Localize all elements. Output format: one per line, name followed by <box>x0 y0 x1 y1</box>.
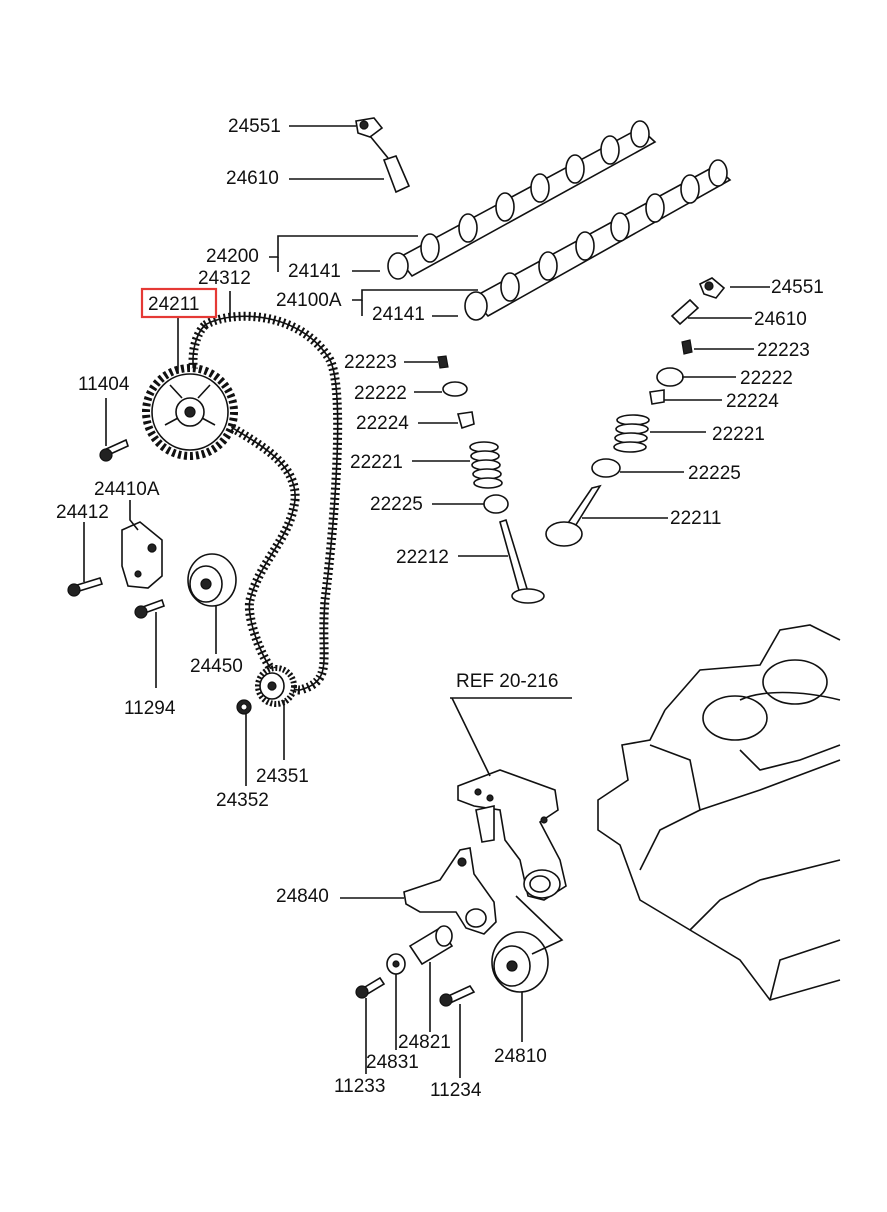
bolts-lower <box>355 976 476 1007</box>
label-24450: 24450 <box>190 656 243 677</box>
label-22225-right: 22225 <box>688 463 741 484</box>
label-22221-left: 22221 <box>350 452 403 473</box>
label-24821: 24821 <box>398 1032 451 1053</box>
label-11404: 11404 <box>78 374 130 395</box>
idler-bracket-24840 <box>403 847 497 935</box>
camshaft-upper <box>387 120 657 280</box>
label-24551-right: 24551 <box>771 277 824 298</box>
label-24412: 24412 <box>56 502 109 523</box>
timing-belt <box>188 311 343 695</box>
part-labels: 24551 24610 24200 24312 24141 24211 2410… <box>56 116 824 1101</box>
bolts <box>67 438 252 715</box>
camshaft-lower <box>464 159 732 321</box>
idler-pulley-24810 <box>491 931 549 993</box>
label-22223-right: 22223 <box>757 340 810 361</box>
label-22211: 22211 <box>670 508 721 529</box>
tensioner-pulley <box>187 553 237 607</box>
highlight-box <box>140 287 218 319</box>
label-24312: 24312 <box>198 268 251 289</box>
ref-bracket <box>457 769 567 901</box>
label-24840: 24840 <box>276 886 329 907</box>
label-22225-left: 22225 <box>370 494 423 515</box>
label-11233: 11233 <box>334 1076 385 1097</box>
label-22224-left: 22224 <box>356 413 409 434</box>
label-24351: 24351 <box>256 766 309 787</box>
engine-block <box>597 624 841 1001</box>
label-24410A: 24410A <box>94 479 160 500</box>
label-11294: 11294 <box>124 698 176 719</box>
tensioner-arm <box>121 521 163 589</box>
label-24610-right: 24610 <box>754 309 807 330</box>
label-22212: 22212 <box>396 547 449 568</box>
crank-sprocket <box>255 665 297 707</box>
label-22221-right: 22221 <box>712 424 765 445</box>
label-24141-lower: 24141 <box>372 304 425 325</box>
label-22224-right: 22224 <box>726 391 779 412</box>
valve-train-left <box>437 355 545 604</box>
label-ref-20-216: REF 20-216 <box>456 671 558 692</box>
label-24100A: 24100A <box>276 290 342 311</box>
label-22222-left: 22222 <box>354 383 407 404</box>
cam-sensor-upper <box>355 117 411 194</box>
label-24831: 24831 <box>366 1052 419 1073</box>
label-22222-right: 22222 <box>740 368 793 389</box>
label-24352: 24352 <box>216 790 269 811</box>
cam-sensor-right <box>670 277 726 326</box>
cam-sprocket <box>142 364 238 460</box>
label-24810: 24810 <box>494 1046 547 1067</box>
label-24551-upper: 24551 <box>228 116 281 137</box>
valve-train-right <box>545 339 693 547</box>
label-24211: 24211 <box>148 294 199 315</box>
leader-lines <box>83 125 770 1078</box>
pin-24821 <box>386 925 454 975</box>
label-22223-left: 22223 <box>344 352 397 373</box>
label-24200: 24200 <box>206 246 259 267</box>
label-24141-upper: 24141 <box>288 261 341 282</box>
label-24610-upper: 24610 <box>226 168 279 189</box>
label-11234: 11234 <box>430 1080 482 1101</box>
